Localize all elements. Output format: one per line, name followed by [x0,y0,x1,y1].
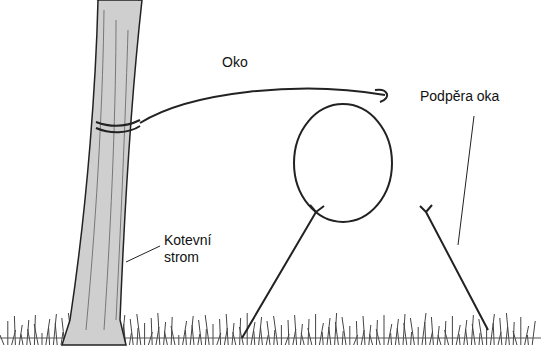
grass-blade [527,335,528,345]
grass-blade [158,313,160,345]
grass-blade [327,318,330,345]
grass-blade [198,334,200,345]
wire-wrap [96,120,140,132]
grass-blade [520,317,521,345]
grass-blade [14,316,15,345]
grass-blade [205,315,209,345]
grass-blade [295,315,297,345]
grass-blade [171,326,175,345]
grass-blade [391,333,392,345]
wire-knot [375,90,387,102]
grass-blade [425,322,426,345]
grass-blade [395,319,398,345]
grass-blade [500,318,502,345]
grass-blade [479,333,480,345]
grass-blade [506,327,508,345]
grass-blade [42,333,43,345]
leader-line [126,246,160,262]
grass-blade [53,314,56,345]
grass-blade [260,326,262,345]
part-label: Podpěra oka [420,88,499,105]
tree-trunk [62,0,142,345]
grass-blade [397,328,399,345]
grass-blade [431,317,433,345]
grass-blade [472,324,475,345]
grass-blade [418,327,419,345]
grass-blade [452,316,453,345]
grass-blade [251,322,255,345]
grass-blade [349,326,350,345]
grass-blade [226,314,228,345]
grass-blade [525,326,529,345]
grass-blade [137,328,138,345]
bark-texture [86,10,128,330]
grass-blade [288,320,289,345]
grass-blade [199,320,202,345]
grass-blade [356,321,357,345]
grass-blade [205,329,206,345]
grass-blade [267,321,270,345]
grass-blade [486,328,487,345]
grass-blade [363,316,365,345]
part-label: Oko [222,54,248,71]
grass-blade [370,334,373,345]
grass-blade [7,321,8,345]
grass-blade [266,335,268,345]
grass-blade [493,323,494,345]
grass-blade [55,323,57,345]
loop-support-right [420,205,488,330]
grass-blade [281,325,282,345]
loop-support-left [242,205,324,338]
grass-blade [308,328,312,345]
snare-loop [294,104,392,222]
grass-blade [178,335,179,345]
grass-blade [130,319,133,345]
grass-blade [19,325,22,345]
snare-wire [140,89,385,123]
grass-blade [532,321,535,345]
grass-blade [34,324,38,345]
grass-blade [464,320,467,345]
grass-blade [259,317,262,345]
grass-blade [301,333,304,345]
grass-blade [274,316,278,345]
grass-blade [456,325,460,345]
grass-blade [315,314,316,345]
part-label: Kotevní strom [164,232,226,266]
grass-blade [192,325,194,345]
grass-blade [183,321,187,345]
grass-blade [151,318,152,345]
grass-blade [404,323,407,345]
grass-blade [376,329,380,345]
grass-blade [49,328,50,345]
grass-blade [190,316,193,345]
grass-blade [0,335,4,345]
grass-blade [21,334,23,345]
grass-blade [410,318,414,345]
grass-blade [388,324,392,345]
grass-blade [46,319,50,345]
grass-blade [335,322,338,345]
grass-blade [466,329,468,345]
grass-blade [28,329,31,345]
grass-blade [384,315,385,345]
grass-blade [506,313,509,345]
grass-blade [342,317,346,345]
grass-blade [220,319,221,345]
grass-blade [213,324,214,345]
grass-blade [129,333,131,345]
grass-blade [490,314,494,345]
leader-line [458,116,474,245]
grass-blade [479,319,483,345]
grass-blade [459,334,460,345]
grass-blade [422,313,426,345]
grass-blade [144,323,145,345]
grass-blade [319,323,323,345]
grass-blade [137,314,141,345]
grass-blade [438,335,441,345]
grass-blade [329,327,331,345]
